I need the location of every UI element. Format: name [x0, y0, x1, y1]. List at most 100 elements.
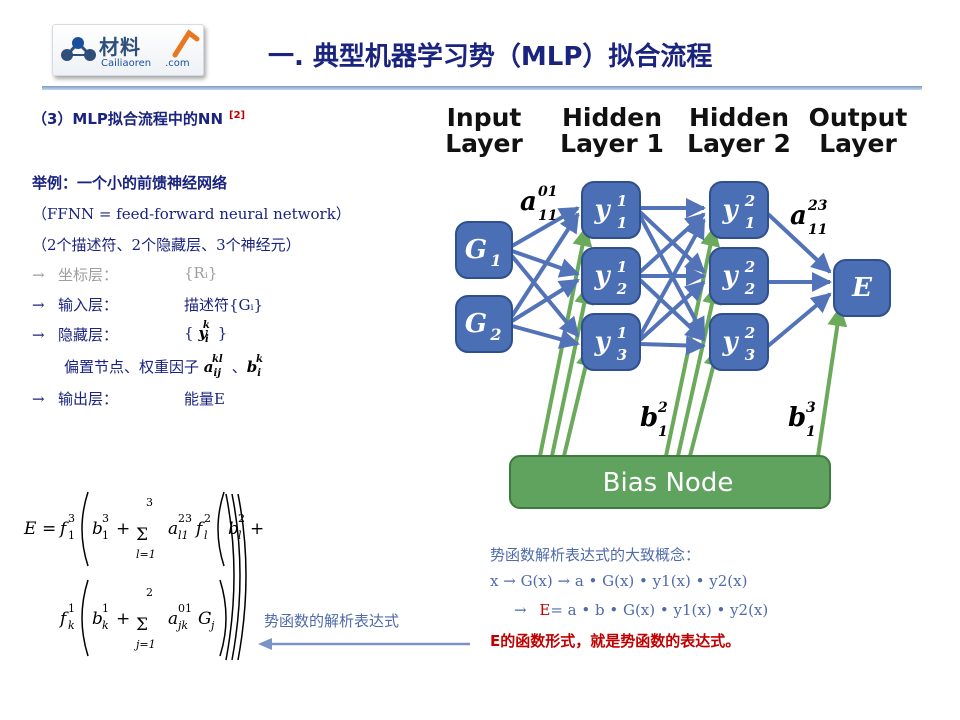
edges-input-hidden1 [510, 206, 580, 349]
svg-text:=: = [42, 519, 56, 539]
svg-text:y: y [593, 195, 611, 225]
svg-text:G: G [198, 609, 212, 629]
hidden2-node-1: y 2 1 [709, 181, 769, 239]
svg-text:2: 2 [146, 586, 153, 599]
svg-text:1: 1 [806, 424, 816, 440]
svg-text:Layer 1: Layer 1 [560, 129, 664, 158]
example-heading: 举例：一个小的前馈神经网络 [32, 174, 228, 192]
arrow-icon: → [32, 326, 45, 344]
svg-text:+: + [250, 519, 264, 539]
svg-text:l=1: l=1 [136, 548, 156, 561]
svg-text:1: 1 [745, 214, 755, 232]
hidden1-node-2: y 1 2 [581, 247, 641, 305]
svg-text:23: 23 [807, 198, 828, 214]
arrow-icon: → [514, 601, 527, 619]
svg-text:2: 2 [744, 324, 755, 342]
layer-header-hidden1: Hidden Layer 1 [560, 103, 664, 158]
svg-text:1: 1 [617, 214, 627, 232]
ffnn-definition: （FFNN = feed-forward neural network） [32, 205, 351, 223]
input-node-g2: G 2 [455, 295, 513, 353]
svg-text:E: E [851, 273, 873, 303]
edge-label-a23: a 23 11 [790, 198, 828, 238]
svg-text:f: f [58, 519, 69, 539]
energy-formula: E = f 3 1 b 3 1 + Σ 3 l=1 a 23 l1 f 2 l … [23, 491, 264, 661]
network-details: （2个描述符、2个隐藏层、3个神经元） [32, 236, 301, 254]
bias-node: Bias Node [509, 455, 831, 509]
svg-text:Bias Node: Bias Node [603, 468, 734, 498]
svg-text:Input: Input [447, 103, 522, 132]
output-layer-row: →输出层： 能量E [32, 390, 225, 408]
svg-text:3: 3 [745, 346, 755, 364]
svg-text:1: 1 [490, 251, 501, 270]
svg-text:+: + [116, 609, 130, 629]
svg-text:1: 1 [102, 602, 109, 615]
svg-text:2: 2 [744, 280, 755, 298]
svg-text:11: 11 [808, 222, 827, 238]
svg-text:y: y [721, 195, 739, 225]
svg-text:l: l [238, 529, 242, 542]
svg-text:01: 01 [538, 184, 557, 200]
svg-text:Layer 2: Layer 2 [687, 129, 791, 158]
svg-text:b: b [92, 609, 103, 629]
formula-label: 势函数的解析表达式 [264, 612, 400, 630]
svg-text:Output: Output [809, 103, 908, 132]
svg-text:E: E [23, 519, 37, 539]
svg-text:l: l [204, 529, 208, 542]
edge-label-b2: b 2 1 [640, 400, 668, 440]
hidden2-node-3: y 2 3 [709, 313, 769, 371]
svg-text:1: 1 [68, 602, 75, 615]
svg-text:a: a [790, 201, 807, 231]
svg-text:a: a [520, 187, 537, 217]
edges-hidden2-output [766, 212, 832, 348]
svg-text:3: 3 [68, 512, 75, 525]
svg-text:f: f [58, 609, 69, 629]
svg-text:G: G [465, 235, 487, 265]
svg-text:2: 2 [744, 192, 755, 210]
svg-text:Layer: Layer [819, 129, 897, 158]
svg-text:Hidden: Hidden [562, 103, 662, 132]
output-node-e: E [833, 259, 891, 317]
svg-text:3: 3 [146, 496, 153, 509]
layer-header-hidden2: Hidden Layer 2 [687, 103, 791, 158]
svg-text:2: 2 [616, 280, 627, 298]
svg-text:y: y [721, 261, 739, 291]
input-node-g1: G 1 [455, 221, 513, 279]
input-layer-row: →输入层： 描述符{Gᵢ} [32, 296, 264, 314]
svg-text:2: 2 [744, 258, 755, 276]
svg-text:1: 1 [617, 258, 627, 276]
svg-text:2: 2 [489, 325, 501, 344]
svg-text:b: b [92, 519, 103, 539]
edge-label-b3: b 3 1 [788, 400, 816, 440]
arrow-icon: → [32, 266, 45, 284]
svg-text:2: 2 [204, 512, 211, 525]
svg-text:3: 3 [617, 346, 627, 364]
svg-text:11: 11 [538, 208, 557, 224]
svg-text:y: y [593, 261, 611, 291]
svg-text:+: + [116, 519, 130, 539]
arrow-icon: → [32, 296, 45, 314]
svg-text:jk: jk [175, 619, 188, 632]
logo-subtext: Cailiaoren.com [101, 58, 190, 69]
reference-marker: [2] [229, 110, 246, 121]
svg-text:3: 3 [806, 400, 816, 416]
title-divider [42, 86, 922, 90]
svg-text:1: 1 [102, 529, 109, 542]
hidden2-node-2: y 2 2 [709, 247, 769, 305]
layer-header-input: Input Layer [445, 103, 523, 158]
logo-slash-icon [172, 29, 200, 58]
svg-text:j=1: j=1 [133, 638, 156, 651]
arrow-icon: → [32, 390, 45, 408]
svg-text:b: b [788, 403, 806, 433]
concept-conclusion: E的函数形式，就是势函数的表达式。 [490, 632, 741, 650]
svg-text:Σ: Σ [136, 525, 148, 545]
svg-text:1: 1 [68, 529, 75, 542]
svg-text:y: y [593, 327, 611, 357]
svg-text:b: b [228, 519, 239, 539]
svg-text:k: k [102, 619, 109, 632]
edge-label-a01: a 01 11 [520, 184, 557, 224]
molecule-icon [61, 37, 96, 61]
svg-text:Layer: Layer [445, 129, 523, 158]
svg-text:f: f [194, 519, 205, 539]
hidden1-node-1: y 1 1 [581, 181, 641, 239]
coord-layer-row: →坐标层： {Rᵢ} [32, 264, 218, 284]
